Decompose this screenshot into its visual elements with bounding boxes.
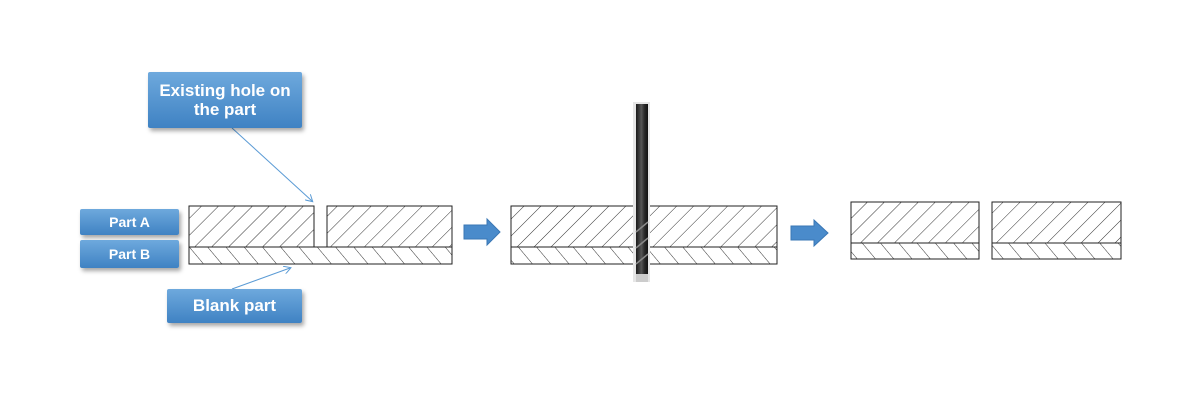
stage-1-parts (188, 205, 453, 265)
right-arrow-icon (790, 218, 829, 248)
part-a-label: Part A (80, 209, 179, 235)
part-a-left-section (188, 205, 315, 248)
part-b-blank (188, 246, 453, 265)
right-arrow-icon (463, 217, 501, 247)
stage-2-drilling (510, 102, 778, 282)
stage-3-result (850, 201, 1122, 260)
result-left-part-b (850, 242, 980, 260)
result-left-part-a (850, 201, 980, 244)
existing-hole-callout: Existing hole on the part (148, 72, 302, 128)
blank-part-callout: Blank part (167, 289, 302, 323)
result-right-part-a (991, 201, 1122, 244)
part-a-right-section (326, 205, 453, 248)
part-b-label: Part B (80, 240, 179, 268)
blank-part-leader-line (231, 268, 290, 290)
drill-bit-icon (633, 102, 650, 282)
result-right-part-b (991, 242, 1122, 260)
existing-hole-leader-line (231, 127, 312, 201)
